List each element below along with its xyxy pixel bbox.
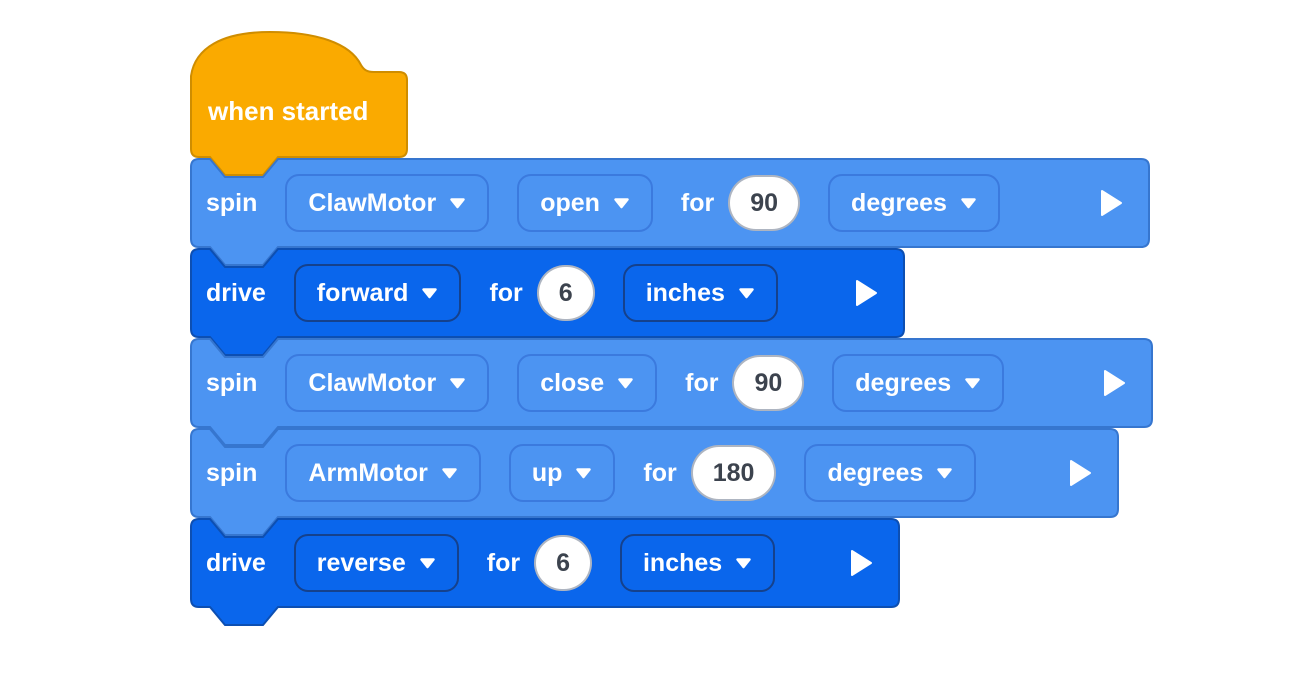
spin-armmotor-up-block[interactable]: spin ArmMotor up for 180 degrees bbox=[190, 428, 1119, 536]
value-input[interactable]: 90 bbox=[728, 175, 801, 231]
unit-dropdown[interactable]: inches bbox=[619, 534, 776, 592]
dropdown-arrow-icon bbox=[618, 377, 633, 388]
spin-clawmotor-open-block[interactable]: spin ClawMotor open for 90 degrees bbox=[190, 158, 1150, 266]
direction-dropdown[interactable]: up bbox=[508, 444, 616, 502]
unit-dropdown[interactable]: degrees bbox=[804, 444, 977, 502]
direction-dropdown-value: open bbox=[540, 188, 600, 217]
unit-dropdown-value: degrees bbox=[851, 188, 947, 217]
drive-label: drive bbox=[206, 278, 266, 307]
dropdown-arrow-icon bbox=[576, 467, 592, 478]
value-input[interactable]: 6 bbox=[534, 535, 592, 591]
stack-block-shape bbox=[190, 338, 1153, 446]
value-input-text: 180 bbox=[712, 458, 755, 487]
value-input[interactable]: 90 bbox=[732, 355, 805, 411]
direction-dropdown[interactable]: open bbox=[517, 174, 653, 232]
stack-block-shape bbox=[190, 158, 1150, 266]
unit-dropdown[interactable]: degrees bbox=[828, 174, 1000, 232]
run-block-button[interactable] bbox=[1098, 188, 1124, 218]
motor-dropdown-value: ArmMotor bbox=[308, 458, 428, 487]
dropdown-arrow-icon bbox=[420, 557, 435, 568]
direction-dropdown[interactable]: close bbox=[517, 354, 658, 412]
dropdown-arrow-icon bbox=[450, 197, 465, 208]
direction-dropdown[interactable]: forward bbox=[293, 264, 462, 322]
dropdown-arrow-icon bbox=[422, 287, 438, 298]
spin-label: spin bbox=[206, 188, 258, 217]
value-input[interactable]: 6 bbox=[536, 265, 595, 321]
for-label: for bbox=[685, 368, 719, 397]
unit-dropdown[interactable]: inches bbox=[622, 264, 778, 322]
unit-dropdown-value: inches bbox=[642, 548, 723, 577]
unit-dropdown-value: degrees bbox=[855, 368, 952, 397]
drive-forward-block[interactable]: drive forward for 6 inches bbox=[190, 248, 905, 356]
unit-dropdown[interactable]: degrees bbox=[832, 354, 1005, 412]
when-started-hat-block[interactable]: when started bbox=[190, 30, 408, 176]
stack-block-shape bbox=[190, 428, 1119, 536]
run-block-button[interactable] bbox=[1067, 458, 1093, 488]
play-icon bbox=[1101, 190, 1122, 216]
hat-block-shape bbox=[190, 30, 408, 176]
for-label: for bbox=[489, 278, 523, 307]
value-input[interactable]: 180 bbox=[690, 445, 777, 501]
motor-dropdown[interactable]: ClawMotor bbox=[285, 174, 490, 232]
spin-label: spin bbox=[206, 458, 258, 487]
dropdown-arrow-icon bbox=[736, 557, 751, 568]
direction-dropdown-value: up bbox=[531, 458, 563, 487]
for-label: for bbox=[486, 548, 521, 577]
dropdown-arrow-icon bbox=[442, 467, 457, 478]
motor-dropdown[interactable]: ArmMotor bbox=[285, 444, 481, 502]
play-icon bbox=[1104, 370, 1125, 396]
hat-label: when started bbox=[208, 95, 369, 126]
direction-dropdown-value: forward bbox=[316, 278, 409, 307]
play-icon bbox=[856, 280, 877, 306]
unit-dropdown-value: inches bbox=[645, 278, 725, 307]
motor-dropdown-value: ClawMotor bbox=[308, 368, 437, 397]
dropdown-arrow-icon bbox=[961, 197, 976, 208]
play-icon bbox=[851, 550, 872, 576]
direction-dropdown[interactable]: reverse bbox=[293, 534, 459, 592]
drive-reverse-block[interactable]: drive reverse for 6 inches bbox=[190, 518, 900, 626]
value-input-text: 90 bbox=[750, 188, 779, 217]
value-input-text: 6 bbox=[556, 548, 570, 577]
dropdown-arrow-icon bbox=[965, 377, 980, 388]
unit-dropdown-value: degrees bbox=[827, 458, 924, 487]
dropdown-arrow-icon bbox=[937, 467, 953, 478]
value-input-text: 90 bbox=[754, 368, 783, 397]
spin-label: spin bbox=[206, 368, 258, 397]
run-block-button[interactable] bbox=[1101, 368, 1127, 398]
direction-dropdown-value: reverse bbox=[316, 548, 406, 577]
dropdown-arrow-icon bbox=[614, 197, 629, 208]
drive-label: drive bbox=[206, 548, 266, 577]
run-block-button[interactable] bbox=[848, 548, 874, 578]
dropdown-arrow-icon bbox=[739, 287, 754, 298]
direction-dropdown-value: close bbox=[540, 368, 605, 397]
motor-dropdown-value: ClawMotor bbox=[308, 188, 437, 217]
dropdown-arrow-icon bbox=[450, 377, 465, 388]
for-label: for bbox=[643, 458, 677, 487]
for-label: for bbox=[680, 188, 715, 217]
motor-dropdown[interactable]: ClawMotor bbox=[285, 354, 490, 412]
spin-clawmotor-close-block[interactable]: spin ClawMotor close for 90 degrees bbox=[190, 338, 1153, 446]
value-input-text: 6 bbox=[558, 278, 573, 307]
run-block-button[interactable] bbox=[853, 278, 879, 308]
play-icon bbox=[1070, 460, 1091, 486]
